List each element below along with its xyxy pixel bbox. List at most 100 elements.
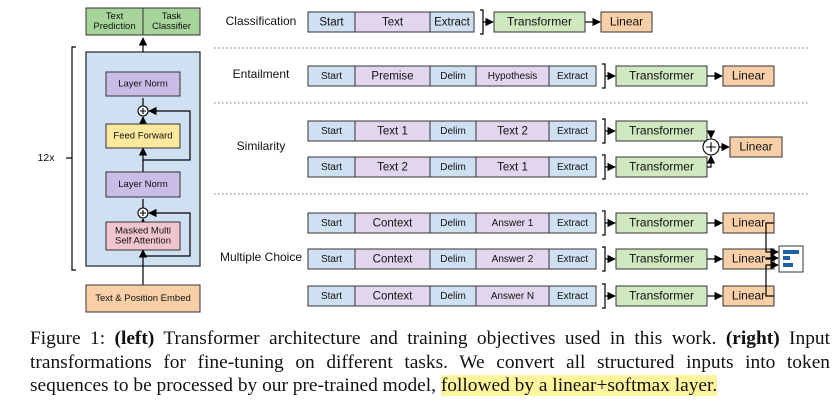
task-classification-seq-0-token-2-label: Extract	[434, 17, 471, 29]
task-classification-label: Classification	[226, 14, 297, 28]
task-similarity-seq-0-transformer-label: Transformer	[629, 124, 694, 138]
task-multiple-choice-seq-0-token-0-label: Start	[321, 218, 342, 229]
task-similarity-seq-0-token-3-label: Text 2	[497, 126, 528, 138]
caption-right-tag: (right)	[725, 328, 780, 349]
text-position-embed-label: Text & Position Embed	[95, 293, 191, 304]
repeat-count-label: 12x	[38, 152, 56, 164]
task-similarity-seq-1-token-2-label: Delim	[440, 162, 466, 173]
residual-attn	[143, 208, 191, 257]
task-entailment-seq-0-token-0-label: Start	[321, 71, 342, 82]
layer-norm-bottom-label: Layer Norm	[118, 179, 168, 190]
task-classification-seq-0-token-0-label: Start	[319, 17, 344, 29]
residual-add-top-symbol	[140, 108, 146, 114]
task-multiple-choice-softmax-in-0	[765, 222, 779, 257]
task-multiple-choice-seq-1-token-2-label: Delim	[440, 254, 466, 265]
task-multiple-choice-seq-0-token-4-label: Extract	[557, 218, 588, 229]
task-similarity-seq-0-token-2-label: Delim	[440, 126, 466, 137]
task-multiple-choice-seq-2-transformer-label: Transformer	[629, 289, 694, 303]
task-multiple-choice-label: Multiple Choice	[220, 250, 302, 264]
task-multiple-choice-seq-2-token-0-label: Start	[321, 291, 342, 302]
task-multiple-choice-seq-0-token-3-label: Answer 1	[492, 218, 534, 229]
head-text-prediction	[85, 7, 144, 36]
task-entailment-linear-label: Linear	[732, 69, 765, 83]
task-similarity-sum-symbol	[706, 142, 716, 152]
task-multiple-choice-seq-2-token-4	[548, 285, 597, 307]
task-multiple-choice-softmax-in-1	[765, 253, 779, 263]
task-multiple-choice-seq-1-token-0-label: Start	[321, 254, 342, 265]
task-similarity-seq-0-token-1-label: Text 1	[377, 126, 408, 138]
task-multiple-choice-seq-1-bracket	[602, 246, 606, 272]
task-multiple-choice-softmax-bar-1	[783, 256, 790, 260]
task-multiple-choice-seq-1-linear-label: Linear	[732, 252, 765, 266]
task-entailment-seq-0-token-4-label: Extract	[557, 71, 588, 82]
task-similarity-label: Similarity	[237, 139, 286, 153]
task-multiple-choice-seq-0-token-4	[548, 212, 597, 234]
task-classification-seq-0-token-2	[429, 11, 475, 33]
caption-highlight: followed by a linear+softmax layer.	[440, 375, 718, 396]
task-multiple-choice-seq-0-token-2-label: Delim	[440, 218, 466, 229]
task-similarity-sum-in-1	[706, 155, 716, 168]
task-similarity-linear-label: Linear	[739, 140, 772, 154]
task-classification-linear	[600, 11, 653, 33]
task-multiple-choice-softmax-bar-0	[783, 250, 799, 254]
task-entailment-linear	[722, 65, 775, 87]
task-multiple-choice-softmax-bar-2	[783, 263, 793, 267]
task-similarity-seq-1-token-4	[548, 156, 597, 178]
task-similarity-seq-1-token-3-label: Text 1	[497, 162, 528, 174]
task-entailment-seq-0-bracket	[602, 63, 606, 89]
task-similarity-seq-1-transformer-label: Transformer	[629, 160, 694, 174]
task-multiple-choice-seq-1-token-4	[548, 248, 597, 270]
feed-forward-label: Feed Forward	[113, 131, 172, 142]
task-multiple-choice-seq-1-token-3-label: Answer 2	[492, 254, 534, 265]
residual-add-bottom-symbol	[140, 210, 146, 216]
layer-norm-top	[105, 71, 181, 97]
task-multiple-choice-seq-1-token-1-label: Context	[373, 254, 413, 266]
task-multiple-choice-seq-1-token-4-label: Extract	[557, 254, 588, 265]
task-multiple-choice-seq-0-linear-label: Linear	[732, 216, 765, 230]
task-multiple-choice-seq-2-token-4-label: Extract	[557, 291, 588, 302]
task-similarity-seq-1-token-0-label: Start	[321, 162, 342, 173]
task-classification-seq-0-bracket	[480, 9, 484, 35]
task-classification-seq-0-transformer-label: Transformer	[507, 15, 572, 29]
task-entailment-seq-0-token-2-label: Delim	[440, 71, 466, 82]
task-multiple-choice-seq-2-bracket	[602, 283, 606, 309]
task-multiple-choice-seq-2-token-2-label: Delim	[440, 291, 466, 302]
task-multiple-choice-seq-0-token-1-label: Context	[373, 218, 413, 230]
text-position-embed	[85, 284, 201, 313]
layer-norm-top-label: Layer Norm	[118, 79, 168, 90]
task-similarity-seq-1-token-4-label: Extract	[557, 162, 588, 173]
task-similarity-seq-0-bracket	[602, 118, 606, 144]
task-entailment-label: Entailment	[233, 67, 290, 81]
task-entailment-seq-0-token-4	[548, 65, 597, 87]
task-similarity-seq-1-bracket	[602, 154, 606, 180]
task-entailment-seq-0-token-3-label: Hypothesis	[488, 71, 537, 82]
task-multiple-choice-seq-0-transformer-label: Transformer	[629, 216, 694, 230]
task-similarity-seq-0-token-0-label: Start	[321, 126, 342, 137]
caption-prefix: Figure 1:	[30, 328, 115, 349]
task-similarity-seq-1-token-1-label: Text 2	[377, 162, 408, 174]
task-multiple-choice-seq-2-linear-label: Linear	[732, 289, 765, 303]
task-similarity-seq-0-token-4	[548, 120, 597, 142]
task-similarity-linear	[729, 136, 783, 158]
task-multiple-choice-softmax-in-2	[765, 260, 779, 297]
task-similarity-sum-in-0	[706, 130, 716, 139]
feed-forward	[105, 123, 181, 149]
task-similarity-seq-0-token-4-label: Extract	[557, 126, 588, 137]
task-multiple-choice-softmax-output	[778, 245, 804, 273]
caption-text-1: Transformer architecture and training ob…	[154, 328, 726, 349]
task-classification-linear-label: Linear	[610, 15, 643, 29]
repeat-bracket	[71, 46, 76, 271]
task-entailment-seq-0-token-1-label: Premise	[371, 71, 413, 83]
masked-self-attention	[105, 221, 181, 251]
task-multiple-choice-seq-2-token-3-label: Answer N	[491, 291, 534, 302]
figure-caption: Figure 1: (left) Transformer architectur…	[30, 327, 830, 398]
layer-norm-bottom	[105, 171, 181, 198]
residual-ff	[143, 106, 191, 161]
task-multiple-choice-seq-1-transformer-label: Transformer	[629, 252, 694, 266]
task-multiple-choice-seq-2-token-1-label: Context	[373, 291, 413, 303]
